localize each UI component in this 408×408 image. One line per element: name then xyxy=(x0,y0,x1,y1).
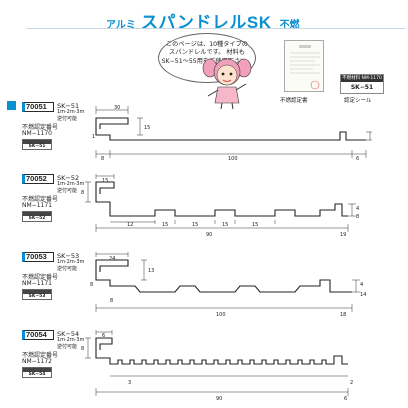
product-cert-number: NM−1171 xyxy=(22,280,52,287)
dim-label: 3 xyxy=(128,380,131,386)
dim-label: 8 xyxy=(101,156,104,162)
certificate-caption: 不燃認定書 xyxy=(280,98,308,104)
product-badge: SK−52 xyxy=(22,211,52,222)
profile-drawing-sk51: 30 15 1 8 6 100 xyxy=(92,105,372,162)
dim-label: 15 xyxy=(192,222,198,228)
product-code: SK−52 xyxy=(57,174,80,182)
product-note: 逆付可能 xyxy=(57,116,78,122)
dim-label: 15 xyxy=(222,222,228,228)
product-badge: SK−51 xyxy=(22,139,52,150)
dim-label: 8 xyxy=(81,190,84,196)
dim-label: 8 xyxy=(81,346,84,352)
product-number: 70054 xyxy=(22,330,54,340)
product-badge: SK−54 xyxy=(22,367,52,378)
dim-label: 14 xyxy=(360,292,366,298)
dim-label: 4 xyxy=(356,206,359,212)
dim-label: 6 xyxy=(102,333,105,339)
badge-header xyxy=(23,140,51,144)
product-note: 逆付可能 xyxy=(57,344,78,350)
header-divider xyxy=(26,28,406,29)
product-note: 逆付可能 xyxy=(57,188,78,194)
certificate-lines xyxy=(290,45,320,90)
badge-code: SK−51 xyxy=(28,144,46,149)
page-header: アルミ スパンドレルSK 不燃 xyxy=(0,0,408,33)
mascot-girl-illustration xyxy=(202,58,252,110)
profile-drawing-sk54: 6 8 3 90 2 6 xyxy=(81,330,353,402)
product-sk52: 15 8 12 15 15 15 15 90 19 4 8 70052 SK−5… xyxy=(0,174,408,244)
product-cert-label: 不燃認定番号 xyxy=(22,196,59,203)
dim-label: 8 xyxy=(356,214,359,220)
product-note: 逆付可能 xyxy=(57,266,78,272)
product-lengths: 1m·2m·3m xyxy=(57,181,85,187)
dim-label: 8 xyxy=(90,282,93,288)
product-cert-number: NM−1171 xyxy=(22,202,52,209)
product-badge: SK−53 xyxy=(22,289,52,300)
product-lengths: 1m·2m·3m xyxy=(57,337,85,343)
dim-label: 8 xyxy=(110,298,113,304)
dim-label: 15 xyxy=(252,222,258,228)
product-sk51: 30 15 1 8 6 100 70051 SK−51 1m·2m·3m 逆付可… xyxy=(0,102,408,172)
seal-code: SK−51 xyxy=(350,84,374,91)
dim-label: 15 xyxy=(144,125,150,131)
product-code: SK−53 xyxy=(57,252,80,260)
product-number: 70053 xyxy=(22,252,54,262)
product-cert-label: 不燃認定番号 xyxy=(22,274,59,281)
title-main: スパンドレルSK xyxy=(141,13,272,32)
dim-label: 100 xyxy=(216,312,226,318)
dim-label: 2 xyxy=(350,380,353,386)
profile-drawing-sk52: 15 8 12 15 15 15 15 90 19 4 8 xyxy=(81,174,359,238)
dim-label: 1 xyxy=(92,134,95,140)
product-cert-label: 不燃認定番号 xyxy=(22,124,59,131)
dim-label: 12 xyxy=(127,222,133,228)
section-marker xyxy=(7,101,16,110)
dim-label: 6 xyxy=(344,396,347,402)
product-code: SK−51 xyxy=(57,102,80,110)
product-sk54: 6 8 3 90 2 6 70054 SK−54 1m·2m·3m 逆付可能 不… xyxy=(0,330,408,408)
badge-code: SK−53 xyxy=(28,294,46,299)
product-number: 70052 xyxy=(22,174,54,184)
title-suffix: 不燃 xyxy=(279,20,300,31)
badge-code: SK−52 xyxy=(28,216,46,221)
product-cert-label: 不燃認定番号 xyxy=(22,352,59,359)
certification-seal-label: 不燃材料 NM-1170 SK−51 xyxy=(340,74,384,94)
profile-drawing-sk53: 24 13 8 8 100 18 4 14 xyxy=(90,252,366,318)
note-line: このページは、10種タイプの xyxy=(166,41,248,48)
seal-caption: 認定シール xyxy=(344,98,372,104)
page-title: アルミ スパンドレルSK 不燃 xyxy=(106,8,300,33)
dim-label: 4 xyxy=(360,282,363,288)
dim-label: 15 xyxy=(162,222,168,228)
dim-label: 18 xyxy=(340,312,346,318)
dim-label: 100 xyxy=(228,156,238,162)
dim-label: 24 xyxy=(109,256,115,262)
title-prefix: アルミ xyxy=(106,20,136,31)
dim-label: 30 xyxy=(114,105,120,111)
product-cert-number: NM−1172 xyxy=(22,358,52,365)
dim-label: 13 xyxy=(148,268,154,274)
badge-header xyxy=(23,290,51,294)
dim-label: 6 xyxy=(356,156,359,162)
product-cert-number: NM−1170 xyxy=(22,130,52,137)
product-code: SK−54 xyxy=(57,330,80,338)
note-line: スパンドレルです。 材料も xyxy=(169,49,245,57)
seal-header: 不燃材料 NM-1170 xyxy=(341,75,383,82)
badge-header xyxy=(23,368,51,372)
certificate-document-image xyxy=(284,40,324,92)
dim-label: 19 xyxy=(340,232,346,238)
product-sk53: 24 13 8 8 100 18 4 14 70053 SK−53 1m·2m·… xyxy=(0,252,408,324)
badge-header xyxy=(23,212,51,216)
dim-label: 90 xyxy=(206,232,212,238)
dim-label: 15 xyxy=(102,178,108,184)
dim-label: 90 xyxy=(216,396,222,402)
product-number: 70051 xyxy=(22,102,54,112)
product-lengths: 1m·2m·3m xyxy=(57,109,85,115)
product-lengths: 1m·2m·3m xyxy=(57,259,85,265)
badge-code: SK−54 xyxy=(28,372,46,377)
